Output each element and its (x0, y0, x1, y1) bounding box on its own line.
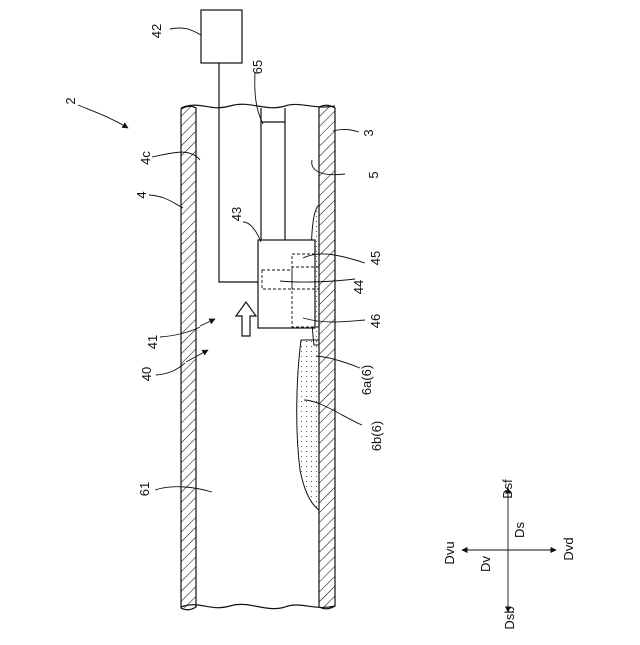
label-41: 41 (145, 335, 160, 349)
bottom-break-line (181, 604, 335, 608)
arrow-41 (200, 319, 215, 326)
deposit-6b (297, 340, 319, 510)
label-46: 46 (368, 314, 383, 328)
label-6a: 6a(6) (359, 365, 374, 395)
label-2: 2 (63, 97, 78, 104)
controller-box-42 (201, 10, 242, 63)
movement-arrow (236, 302, 256, 336)
label-dvd: Dvd (561, 537, 576, 560)
label-45: 45 (368, 251, 383, 265)
leader-43 (243, 222, 261, 242)
label-61: 61 (137, 482, 152, 496)
leader-65 (255, 72, 263, 124)
label-3: 3 (361, 129, 376, 136)
label-dv: Dv (478, 556, 493, 572)
label-dsf: Dsf (500, 479, 515, 499)
top-break-line (181, 104, 335, 108)
signal-cable (219, 63, 258, 282)
label-6b: 6b(6) (369, 421, 384, 451)
label-5: 5 (366, 171, 381, 178)
label-44: 44 (351, 280, 366, 294)
sensor-body-43 (258, 240, 315, 328)
label-43: 43 (229, 207, 244, 221)
label-dsb: Dsb (502, 606, 517, 629)
label-dvu: Dvu (442, 541, 457, 564)
arrow-2 (78, 105, 128, 128)
label-65: 65 (250, 60, 265, 74)
leader-42 (170, 28, 201, 35)
leader-3 (333, 129, 359, 132)
label-42: 42 (149, 24, 164, 38)
leader-4 (149, 195, 183, 208)
label-40: 40 (139, 367, 154, 381)
direction-compass (462, 488, 556, 612)
label-ds: Ds (512, 522, 527, 538)
label-4: 4 (134, 191, 149, 198)
label-4c: 4c (138, 151, 153, 165)
